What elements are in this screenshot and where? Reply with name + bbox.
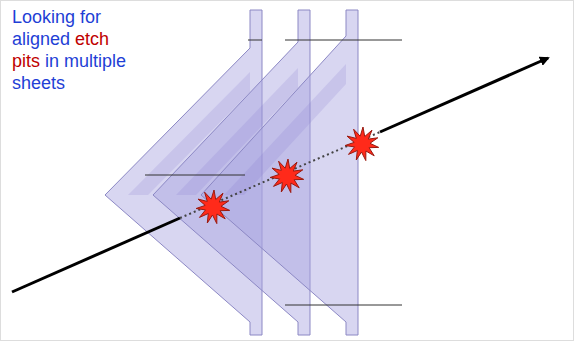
etch-pit <box>345 127 379 161</box>
detector-sheets <box>105 10 402 335</box>
alignment-mark <box>285 40 402 41</box>
sheet <box>201 10 358 335</box>
caption-note: Looking for aligned etch pits in multipl… <box>12 6 140 94</box>
track-in <box>12 218 180 292</box>
etch-pits <box>196 127 379 224</box>
etch-pit <box>270 159 304 193</box>
track-out <box>380 58 548 132</box>
alignment-mark <box>248 40 262 41</box>
etch-pit <box>196 190 230 224</box>
alignment-mark <box>145 175 245 176</box>
alignment-mark <box>285 305 402 306</box>
